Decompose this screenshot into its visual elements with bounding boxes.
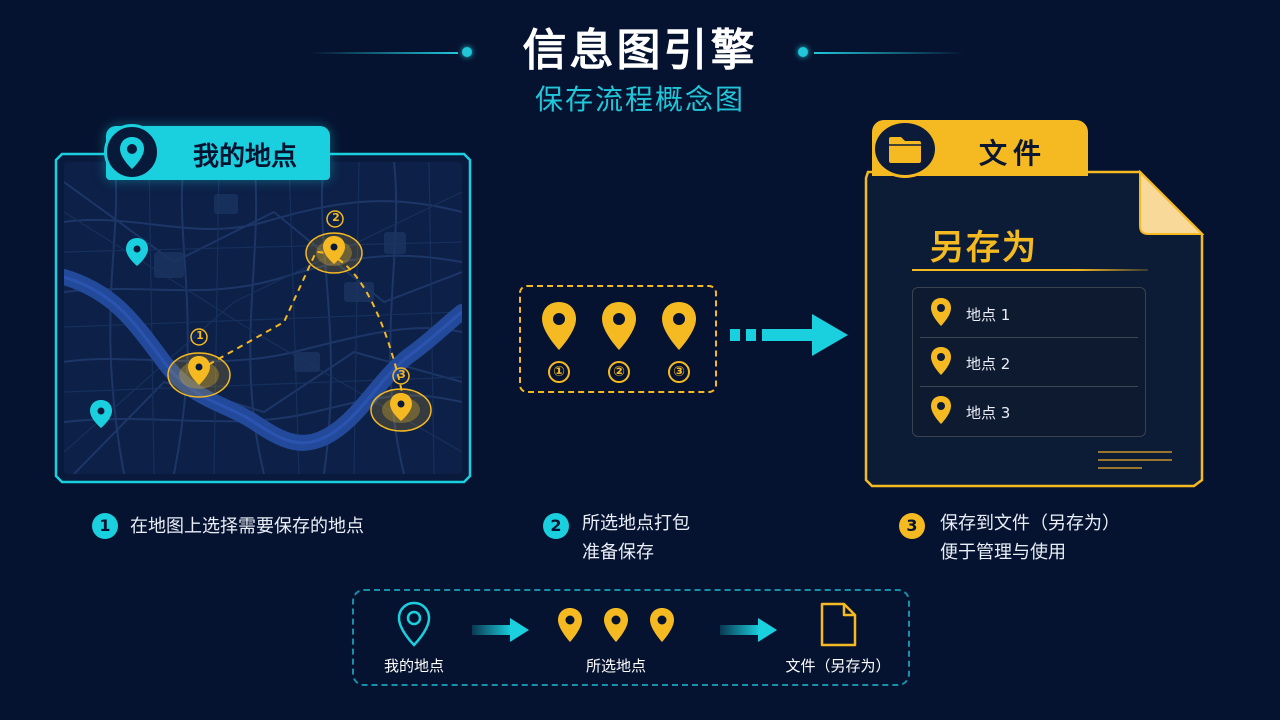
page-subtitle: 保存流程概念图 bbox=[534, 83, 745, 116]
map-panel bbox=[54, 152, 472, 484]
arrow-right-icon bbox=[730, 314, 848, 356]
step-2-text-line1: 所选地点打包 bbox=[582, 513, 690, 534]
title-decoration-left bbox=[310, 52, 458, 54]
flow-step-1-label: 我的地点 bbox=[383, 657, 444, 675]
gold-pin-icon bbox=[931, 298, 951, 326]
selected-locations-box bbox=[519, 285, 717, 393]
saved-location-label: 地点 3 bbox=[966, 404, 1011, 422]
saved-locations-list bbox=[912, 287, 1146, 437]
map-marker-2-number: 2 bbox=[332, 211, 340, 224]
step-3-text-line2: 便于管理与使用 bbox=[940, 542, 1066, 563]
selected-pins bbox=[542, 302, 696, 350]
title-decoration-dot-left bbox=[462, 47, 472, 57]
flow-step-3-label: 文件（另存为） bbox=[785, 657, 891, 675]
file-panel-title: 文件 bbox=[978, 137, 1047, 170]
map-view[interactable] bbox=[64, 162, 462, 474]
gold-pins-icon bbox=[558, 608, 674, 642]
page-title: 信息图引擎 bbox=[522, 25, 758, 76]
step-1-badge: 1 bbox=[92, 513, 118, 539]
teal-pin-icon[interactable] bbox=[90, 400, 112, 428]
gold-pin-icon bbox=[662, 302, 696, 350]
gold-pin-icon bbox=[542, 302, 576, 350]
step-1-text: 在地图上选择需要保存的地点 bbox=[130, 516, 364, 537]
saved-location-label: 地点 2 bbox=[966, 355, 1011, 373]
map-marker-2[interactable] bbox=[305, 232, 363, 274]
document-icon bbox=[820, 602, 857, 647]
step-3-badge: 3 bbox=[899, 513, 925, 539]
flow-summary-box bbox=[352, 589, 910, 686]
pack-number-2: ② bbox=[608, 361, 630, 383]
map-marker-3-number: 3 bbox=[398, 368, 406, 381]
pack-number-1: ① bbox=[548, 361, 570, 383]
flow-step-2-label: 所选地点 bbox=[585, 657, 646, 675]
list-divider bbox=[920, 337, 1138, 338]
arrow-right-icon bbox=[720, 618, 777, 642]
map-marker-1[interactable] bbox=[167, 352, 231, 398]
step-2-badge: 2 bbox=[543, 513, 569, 539]
saved-location-item[interactable]: 地点 3 bbox=[920, 387, 1138, 435]
pack-number-3: ③ bbox=[668, 361, 690, 383]
save-as-title: 另存为 bbox=[930, 228, 1038, 268]
arrow-right-icon bbox=[472, 618, 529, 642]
gold-pin-icon bbox=[931, 347, 951, 375]
save-as-underline bbox=[912, 269, 1148, 271]
location-pin-icon bbox=[104, 124, 160, 180]
map-panel-title: 我的地点 bbox=[192, 142, 297, 172]
map-marker-1-number: 1 bbox=[196, 329, 204, 342]
step-2-text-line2: 准备保存 bbox=[582, 542, 654, 563]
saved-location-item[interactable]: 地点 1 bbox=[920, 289, 1138, 337]
folder-icon bbox=[872, 120, 938, 178]
location-outline-icon bbox=[397, 601, 431, 647]
saved-location-label: 地点 1 bbox=[966, 306, 1011, 324]
map-marker-3[interactable] bbox=[370, 388, 432, 432]
gold-pin-icon bbox=[931, 396, 951, 424]
gold-pin-icon bbox=[602, 302, 636, 350]
title-decoration-dot-right bbox=[798, 47, 808, 57]
title-decoration-right bbox=[814, 52, 964, 54]
list-divider bbox=[920, 386, 1138, 387]
step-3-text-line1: 保存到文件（另存为） bbox=[940, 513, 1120, 534]
saved-location-item[interactable]: 地点 2 bbox=[920, 338, 1138, 386]
teal-pin-icon[interactable] bbox=[126, 238, 148, 266]
